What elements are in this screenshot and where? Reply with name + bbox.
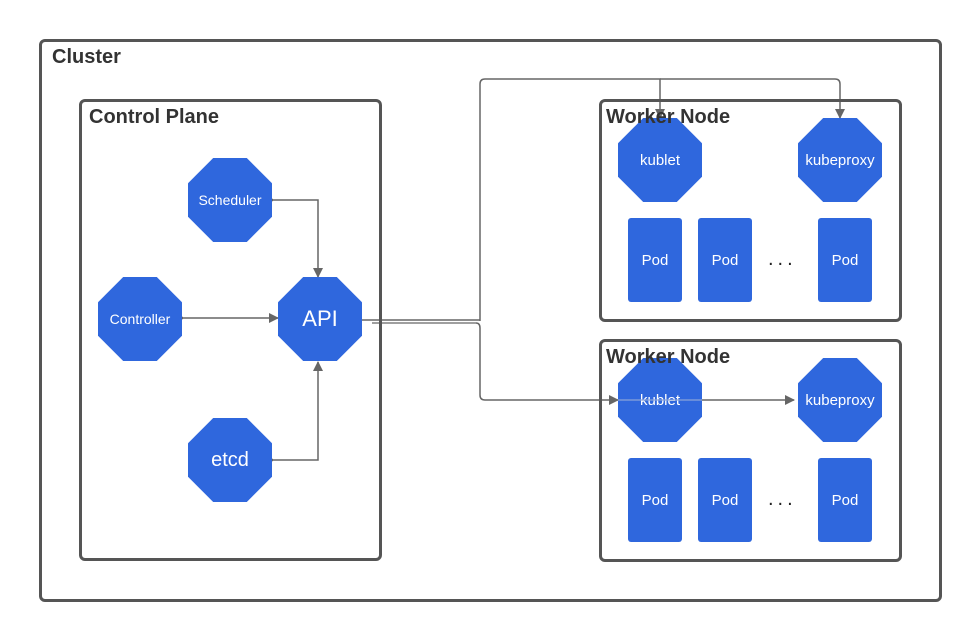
worker-node-1-ellipsis: ...: [768, 248, 797, 270]
api-label: API: [302, 306, 338, 331]
scheduler-label: Scheduler: [198, 192, 262, 208]
worker-node-1-kubelet[interactable]: kublet: [618, 118, 702, 202]
worker-node-1-pod-3[interactable]: Pod: [818, 218, 872, 302]
worker-node-1-pod-2[interactable]: Pod: [698, 218, 752, 302]
worker-node-2-title: Worker Node: [606, 346, 731, 368]
api-node[interactable]: API: [278, 277, 362, 361]
api-worker1-connector: [479, 78, 665, 321]
kubelet-label: kublet: [639, 151, 681, 169]
worker-node-1-kubeproxy[interactable]: kubeproxy: [798, 118, 882, 202]
worker-node-2-box: [599, 339, 902, 562]
control-plane-title: Control Plane: [89, 106, 220, 128]
worker-node-1-title: Worker Node: [606, 106, 731, 128]
etcd-label: etcd: [211, 448, 249, 471]
controller-node[interactable]: Controller: [98, 277, 182, 361]
kubeproxy-label: kubeproxy: [805, 151, 875, 169]
worker-node-2-kubeproxy[interactable]: kubeproxy: [798, 358, 882, 442]
api-worker1-kubeproxy-connector: [660, 78, 845, 119]
control-plane-box: [79, 99, 382, 561]
cluster-title: Cluster: [52, 46, 121, 68]
worker-node-2-pod-1[interactable]: Pod: [628, 458, 682, 542]
controller-label: Controller: [109, 311, 171, 327]
api-worker2-connector: [475, 322, 619, 405]
scheduler-api-connector: [265, 195, 323, 278]
etcd-node[interactable]: etcd: [188, 418, 272, 502]
etcd-api-connector: [265, 361, 323, 465]
scheduler-node[interactable]: Scheduler: [188, 158, 272, 242]
cluster-box: [39, 39, 942, 602]
kubeproxy-label: kubeproxy: [805, 391, 875, 409]
worker-node-1-pod-1[interactable]: Pod: [628, 218, 682, 302]
worker-node-2-pod-3[interactable]: Pod: [818, 458, 872, 542]
worker-node-2-ellipsis: ...: [768, 488, 797, 510]
worker-node-1-box: [599, 99, 902, 322]
kubelet-label: kublet: [639, 391, 681, 409]
worker-node-2-pod-2[interactable]: Pod: [698, 458, 752, 542]
